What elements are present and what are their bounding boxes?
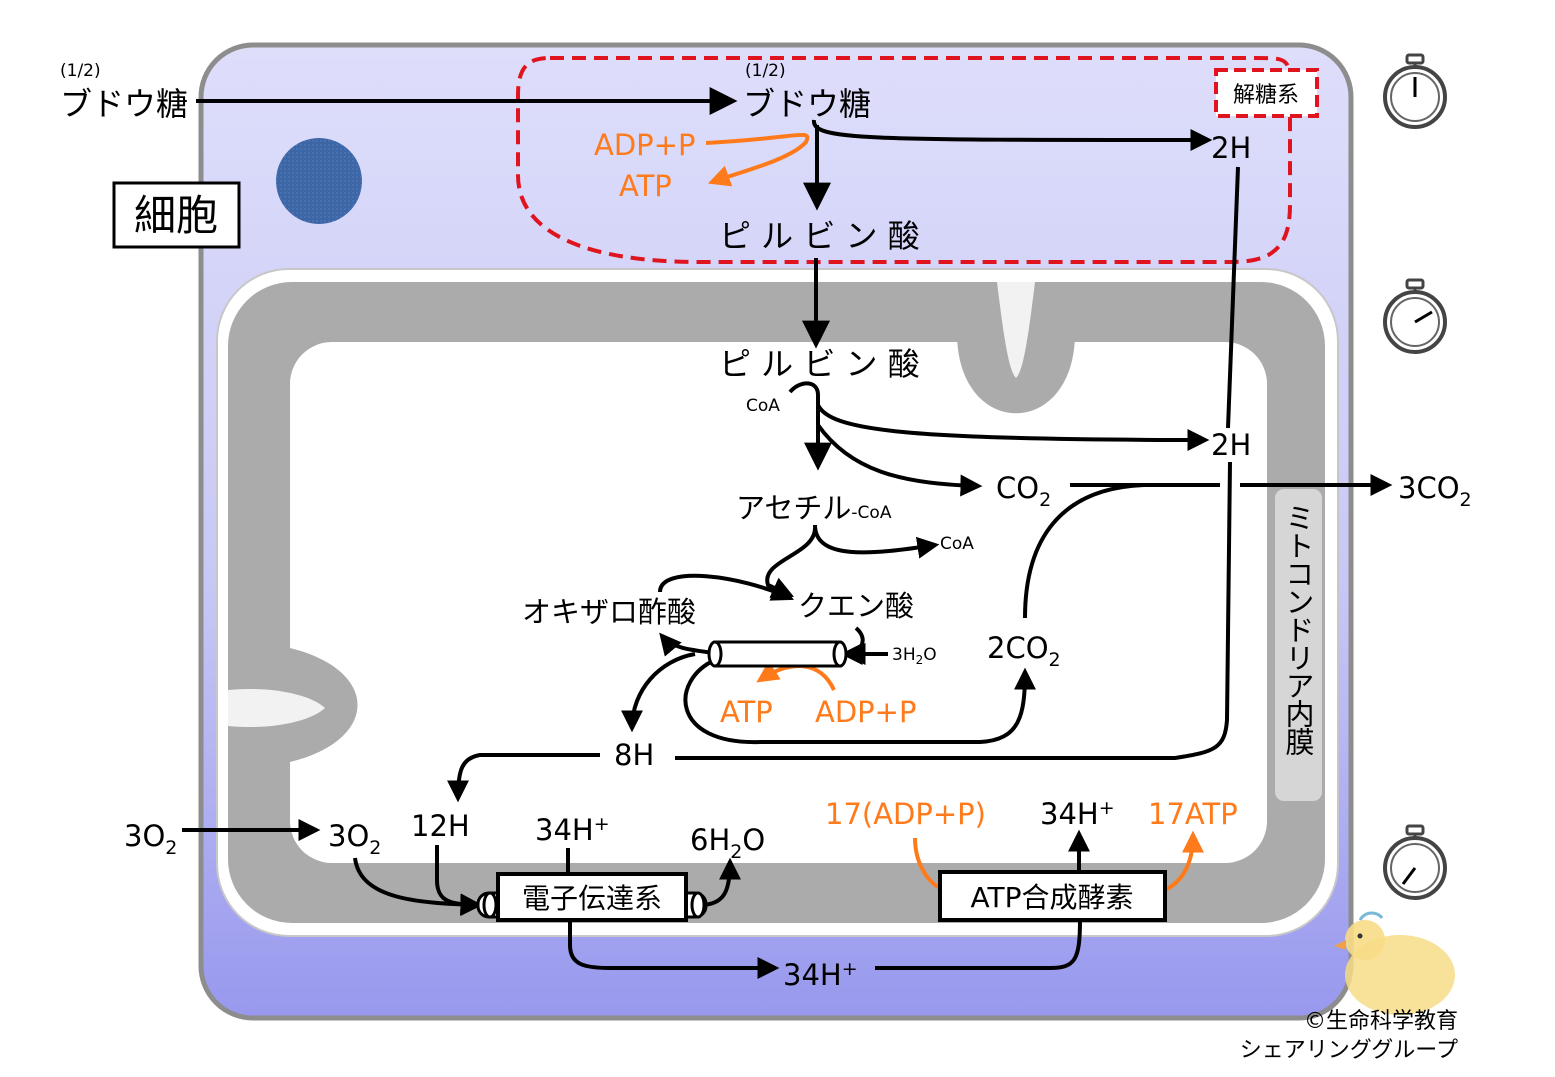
glucose-ratio-outside: (1/2): [60, 61, 101, 81]
arrow-pyruvate-2h: [816, 404, 1210, 451]
line-2co2-up: [1023, 483, 1146, 619]
copyright-line-2: シェアリンググループ: [1240, 1038, 1458, 1063]
h2o-3-label: 3H2O: [892, 645, 937, 667]
krebs-cylinder: [707, 640, 848, 668]
line-8h-2h: [675, 461, 1232, 760]
arrow-cylinder-8h: [621, 652, 696, 733]
glycolysis-label-box: [1214, 68, 1319, 118]
oxaloacetate-label: オキザロ酢酸: [522, 595, 696, 629]
adp-p-krebs: ADP+P: [815, 695, 916, 729]
stopwatch-icon: [1383, 824, 1447, 900]
acetyl-label: アセチル-CoA: [736, 491, 892, 525]
nucleus: [276, 138, 362, 224]
glucose-ratio-inside: (1/2): [745, 61, 786, 81]
stopwatch-icon: [1383, 53, 1447, 129]
o2-outside-label: 3O2: [124, 819, 177, 859]
arrow-pyruvate-co2: [816, 423, 983, 497]
h2-cytoplasm: 2H: [1211, 131, 1251, 165]
atp-synthase-label: ATP合成酵素: [971, 881, 1134, 914]
atp-glycolysis: ATP: [619, 169, 672, 203]
inner-membrane-label: ミトコンドリア内膜: [1281, 503, 1315, 756]
co2-out-label: 3CO2: [1398, 471, 1472, 511]
water-6-label: 6H2O: [690, 823, 765, 863]
arrow-adp-synthase: [913, 837, 942, 890]
cell-label-box: [112, 181, 241, 249]
adp-p-17-label: 17(ADP+P): [825, 797, 986, 831]
coa-hook: [788, 381, 832, 471]
citrate-label: クエン酸: [798, 589, 914, 623]
arrow-8h-12h: [447, 753, 600, 803]
etc-box: [476, 872, 708, 922]
arrow-etc-proton: [568, 920, 780, 979]
co2-2-label: 2CO2: [987, 631, 1061, 671]
glucose-inside: ブドウ糖: [743, 85, 871, 123]
crista-top-gap: [997, 282, 1035, 378]
pyruvate-mitochondria: ピ ル ビ ン 酸: [719, 345, 920, 383]
atp-synthase-box: [938, 870, 1167, 922]
proton-intermembrane-label: 34H+: [783, 958, 858, 992]
coa-out: CoA: [940, 534, 974, 554]
glucose-outside: ブドウ糖: [60, 85, 188, 123]
arrow-cylinder-2co2: [683, 658, 1036, 745]
cell-label: 細胞: [134, 191, 218, 240]
arrow-acetyl-citrate: [765, 527, 817, 598]
arrow-adp-atp-glycolysis: [705, 132, 810, 187]
arrow-acetyl-coa-out: [813, 524, 940, 559]
inner-membrane-label-box: [1275, 489, 1322, 801]
etc-label: 電子伝達系: [522, 882, 662, 915]
coa-in: CoA: [746, 396, 780, 416]
duck-icon: [1334, 911, 1455, 1015]
pyruvate-cytoplasm: ピ ル ビ ン 酸: [719, 217, 920, 255]
copyright-line-1: ©生命科学教育: [1304, 1009, 1458, 1034]
crista-left-gap: [228, 688, 325, 728]
stopwatch-icon: [1383, 278, 1447, 354]
h8-label: 8H: [614, 738, 654, 772]
adp-p-glycolysis: ADP+P: [594, 128, 695, 162]
line-2h-down: [1226, 166, 1240, 429]
arrow-12h-etc: [435, 845, 483, 916]
co2-label: CO2: [996, 471, 1051, 511]
o2-inside-label: 3O2: [328, 819, 381, 859]
arrow-synthase-atp: [1164, 830, 1204, 892]
arrow-oxalo-citrate: [658, 573, 794, 601]
h2-mitochondria: 2H: [1211, 428, 1251, 462]
atp-17-label: 17ATP: [1148, 797, 1238, 831]
mitochondria-matrix: [290, 342, 1267, 863]
proton-synthase-label: 34H+: [1040, 797, 1115, 831]
proton-etc-label: 34H+: [535, 813, 610, 847]
atp-krebs: ATP: [720, 695, 773, 729]
line-proton-synthase: [875, 919, 1082, 970]
glycolysis-label: 解糖系: [1233, 83, 1299, 108]
h12-label: 12H: [411, 809, 470, 843]
